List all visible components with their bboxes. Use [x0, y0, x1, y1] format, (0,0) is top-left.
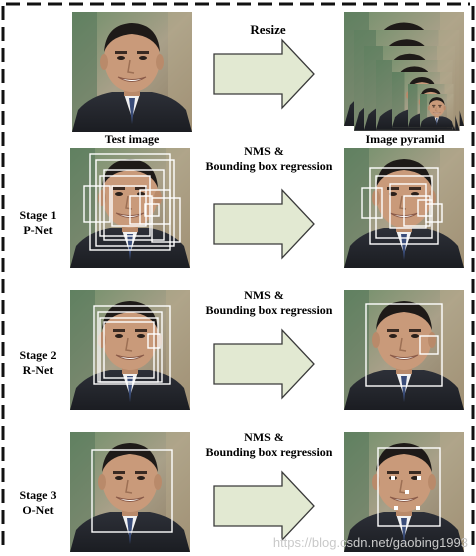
onet-arrow	[213, 471, 315, 541]
nms-label-2-line1: NMS &	[244, 288, 284, 302]
onet-candidate-boxes	[91, 449, 173, 533]
stage2-net: R-Net	[22, 363, 54, 377]
stage1-name: Stage 1	[19, 208, 57, 222]
test-image	[71, 11, 193, 133]
nms-label-2-line2: Bounding box regression	[205, 303, 333, 317]
resize-arrow	[213, 39, 315, 109]
rnet-candidate-boxes	[93, 305, 171, 385]
nms-label-3-line1: NMS &	[244, 430, 284, 444]
onet-final-detection	[377, 447, 441, 527]
rnet-input-image	[69, 289, 191, 411]
onet-output-image	[343, 431, 465, 553]
nms-label-3-line2: Bounding box regression	[205, 445, 333, 459]
stage1-net: P-Net	[23, 223, 53, 237]
resize-label: Resize	[250, 22, 286, 37]
rnet-arrow	[213, 329, 315, 399]
watermark: https://blog.csdn.net/gaobing1993	[272, 535, 468, 550]
nms-label-line1: NMS &	[244, 144, 284, 158]
stage3-name: Stage 3	[19, 488, 57, 502]
pnet-nms-boxes	[361, 167, 443, 245]
stage3-net: O-Net	[22, 503, 54, 517]
pnet-arrow	[213, 189, 315, 259]
rnet-output-image	[343, 289, 465, 411]
pnet-candidate-boxes	[83, 153, 181, 251]
stage2-name: Stage 2	[19, 348, 57, 362]
rnet-nms-boxes	[365, 303, 443, 387]
image-pyramid	[343, 11, 465, 132]
image-pyramid-label: Image pyramid	[365, 132, 445, 146]
test-image-label: Test image	[104, 132, 160, 146]
nms-label-line2: Bounding box regression	[205, 159, 333, 173]
